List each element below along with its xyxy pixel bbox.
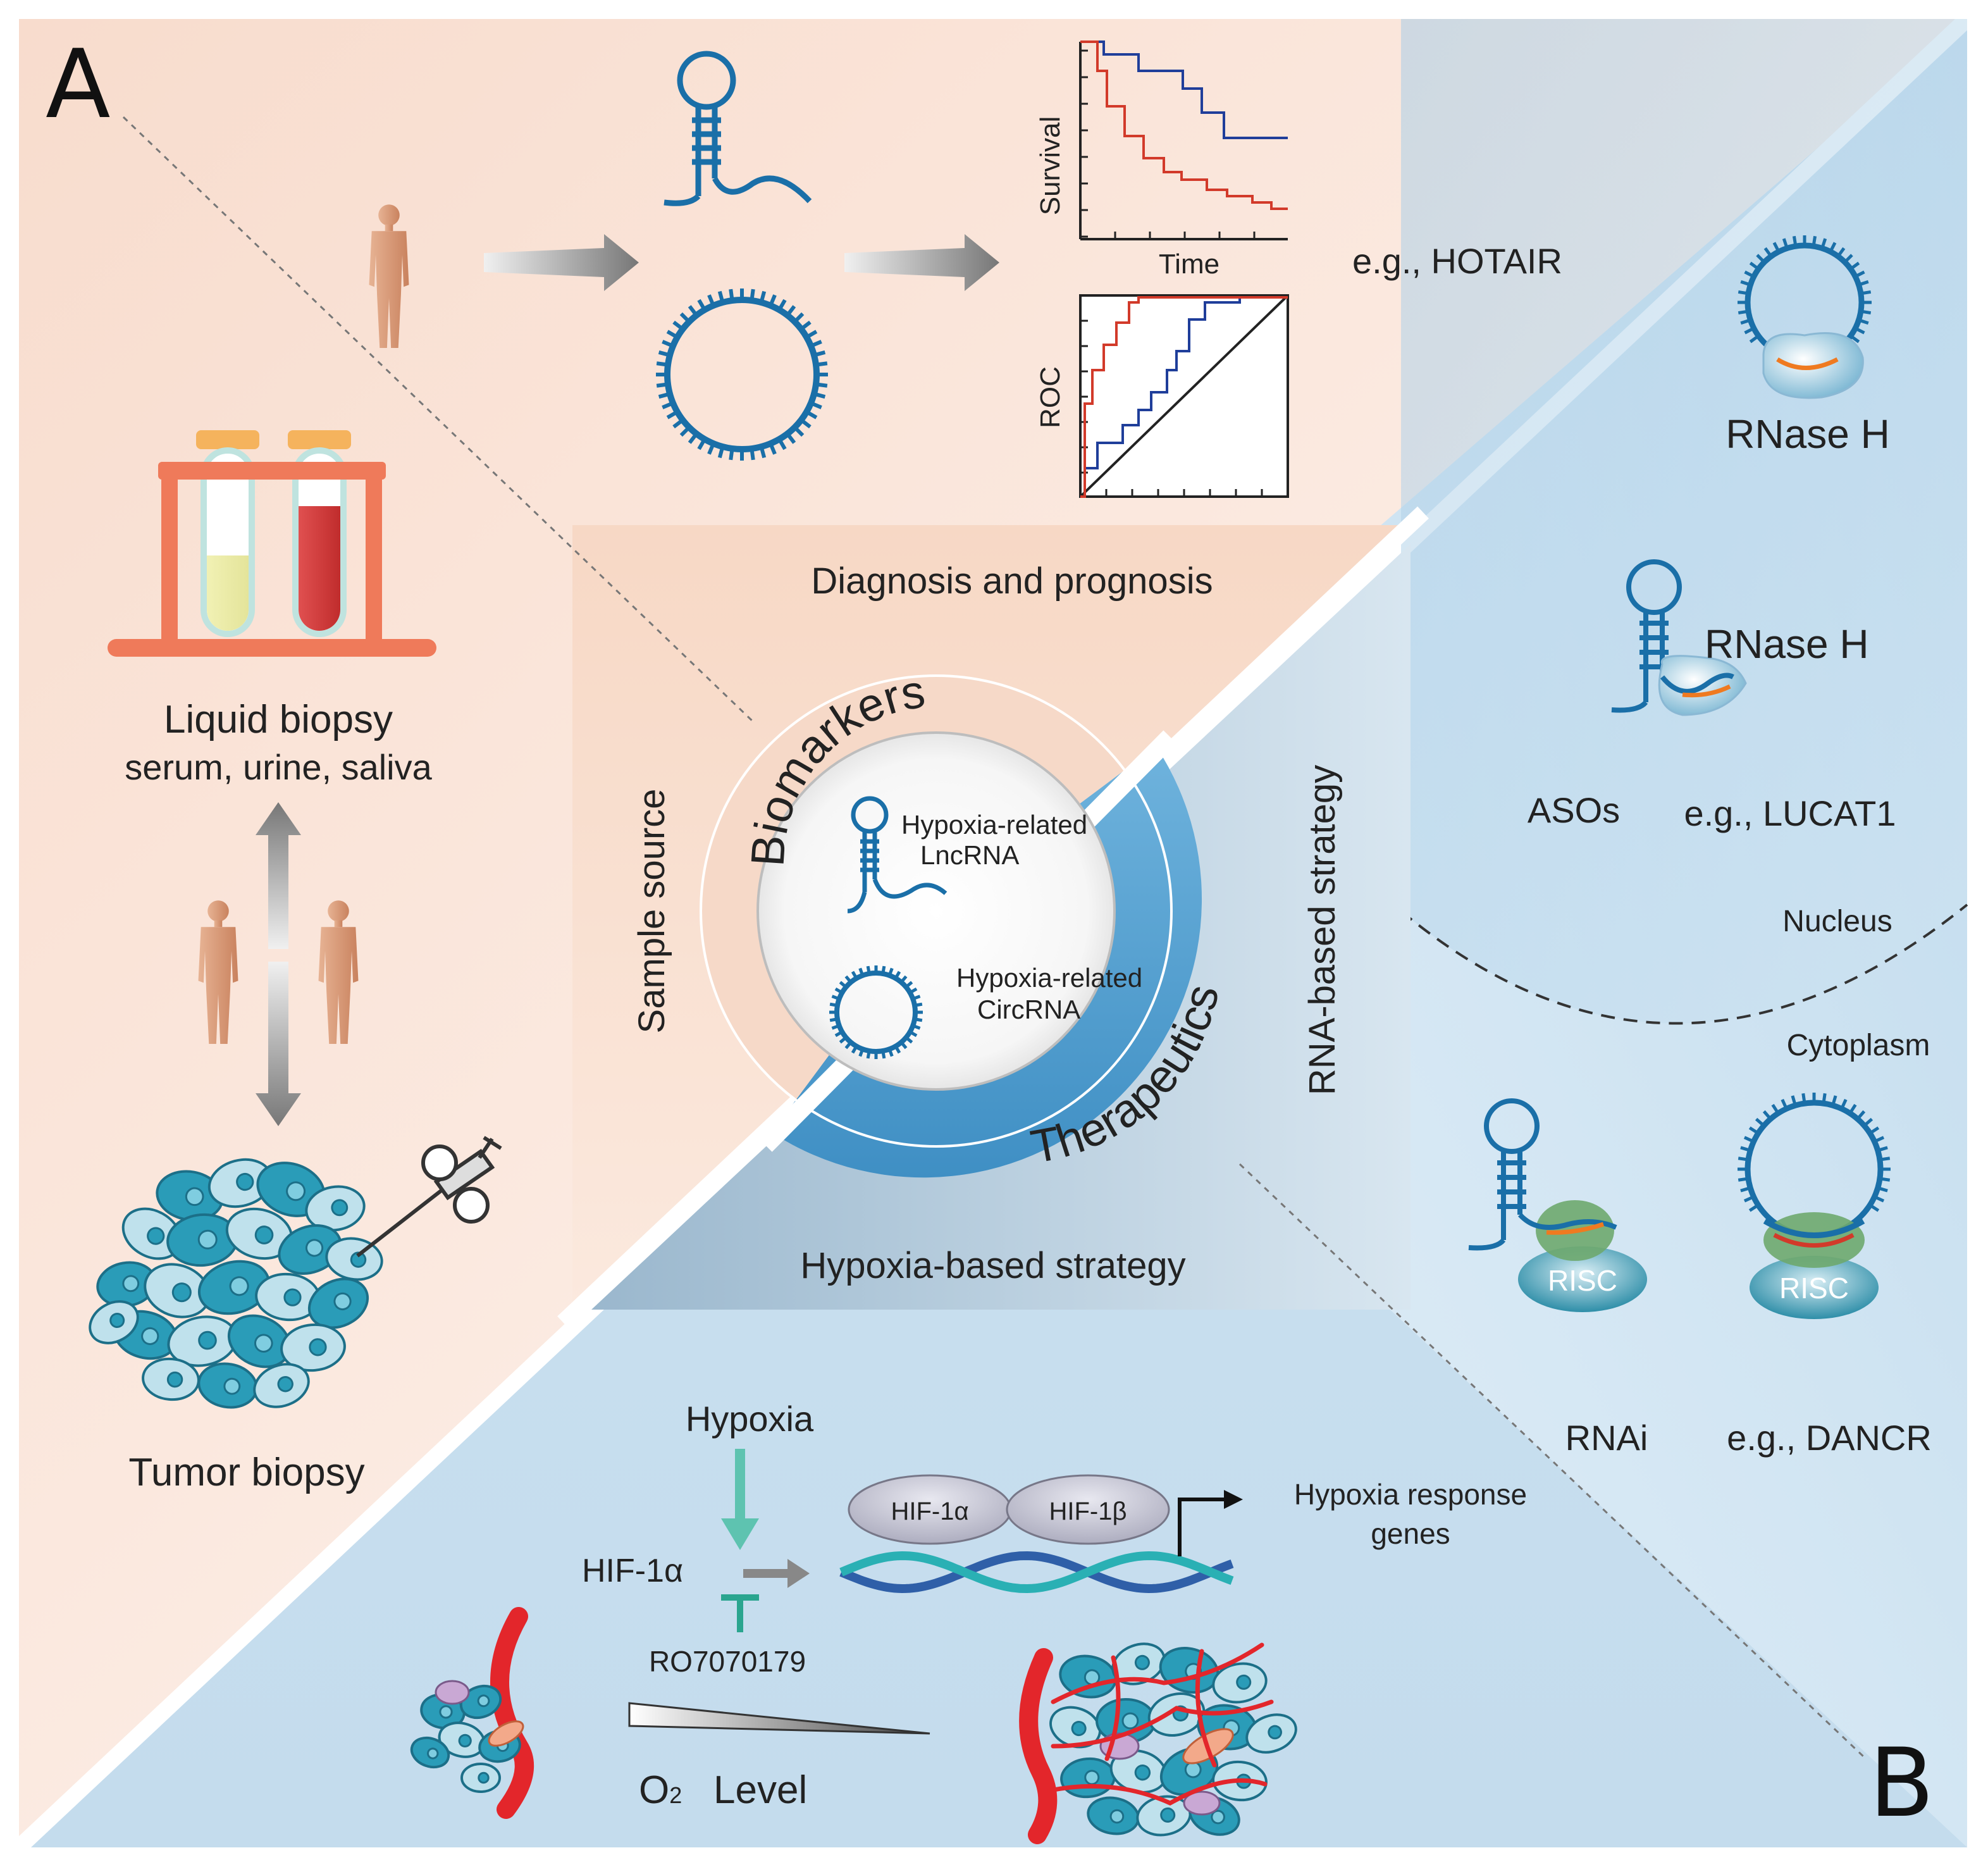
rack-shelf — [158, 462, 386, 480]
blood-fill — [299, 506, 340, 631]
diagnosis-title: Diagnosis and prognosis — [811, 561, 1213, 602]
test-tube-rack — [108, 430, 436, 657]
liquid-biopsy-samples: serum, urine, saliva — [125, 747, 432, 787]
roc-curve-blue — [1080, 296, 1288, 498]
hypoxia-arrow — [721, 1449, 759, 1550]
survival-xlabel: Time — [1159, 249, 1219, 280]
dashed-guide-bottom — [1238, 1163, 1867, 1760]
inhibition-symbol — [721, 1594, 759, 1632]
rack-base — [108, 639, 436, 657]
arrow-to-charts — [844, 234, 999, 291]
hif1a-label: HIF-1α — [582, 1553, 683, 1589]
hif1a-arrow — [743, 1559, 810, 1588]
sample-source-title: Sample source — [631, 789, 672, 1034]
biopsy-needle-icon — [356, 1136, 502, 1258]
survival-curve-blue — [1080, 40, 1288, 139]
rnase-h-top-label: RNase H — [1726, 411, 1890, 457]
large-tumor-icon — [1019, 1642, 1297, 1844]
dashed-guide-top — [122, 116, 754, 723]
risc-lncrna-icon — [1468, 1098, 1647, 1312]
rnai-example: e.g., DANCR — [1727, 1418, 1932, 1458]
rnai-label: RNAi — [1565, 1418, 1648, 1458]
risc-complex-right — [1750, 1256, 1879, 1319]
tumor-tissue-icon — [89, 1158, 383, 1409]
center-circrna-icon — [829, 965, 923, 1059]
o2-gradient-wedge — [628, 1702, 930, 1735]
center-lncrna-icon — [847, 796, 948, 914]
hif1b-protein — [1006, 1474, 1170, 1545]
rnase-h-lncrna-icon — [1611, 559, 1747, 716]
human-figure-icon — [198, 900, 238, 1044]
tube-cap-left — [196, 430, 259, 449]
risc-left-label: RISC — [1548, 1264, 1617, 1297]
o2-symbol: O — [639, 1768, 669, 1812]
inhibitor-label: RO7070179 — [649, 1645, 806, 1678]
o2-subscript: 2 — [669, 1782, 682, 1808]
hypoxia-label: Hypoxia — [686, 1399, 814, 1439]
survival-ylabel: Survival — [1035, 116, 1066, 216]
tumor-biopsy-label: Tumor biopsy — [128, 1451, 364, 1494]
survival-chart: Survival Time — [1035, 40, 1288, 280]
roc-curve-red — [1080, 296, 1288, 498]
diagnosis-example: e.g., HOTAIR — [1352, 241, 1562, 281]
liquid-biopsy-title: Liquid biopsy — [164, 698, 393, 741]
nucleus-membrane — [1400, 903, 1968, 1025]
rack-leg-right — [366, 462, 382, 645]
hif1b-protein-label: HIF-1β — [1049, 1498, 1127, 1525]
center-ring — [700, 674, 1202, 1178]
nucleus-region — [1401, 19, 1967, 1024]
circrna-label-line2: CircRNA — [977, 995, 1080, 1024]
rack-leg-left — [161, 462, 178, 645]
panel-letter-a: A — [46, 30, 111, 140]
arrow-to-tumor-biopsy — [256, 962, 301, 1126]
asos-label: ASOs — [1528, 790, 1620, 830]
o2-level-label: Level — [713, 1768, 807, 1812]
center-disc — [756, 731, 1116, 1091]
human-figure-icon — [369, 204, 409, 348]
cytoplasm-label: Cytoplasm — [1787, 1029, 1930, 1062]
rnase-h-mid-label: RNase H — [1705, 621, 1869, 667]
lncrna-label-line2: LncRNA — [920, 840, 1019, 870]
response-genes-line1: Hypoxia response — [1294, 1478, 1527, 1511]
arrow-to-rna — [484, 234, 639, 291]
top-circrna-icon — [656, 288, 828, 461]
rna-strategy-title: RNA-based strategy — [1302, 765, 1343, 1095]
top-lncrna-icon — [664, 51, 812, 206]
transcription-arrow-icon — [1178, 1490, 1243, 1556]
asos-example: e.g., LUCAT1 — [1684, 793, 1896, 833]
hypoxia-strategy-title: Hypoxia-based strategy — [800, 1245, 1185, 1286]
risc-complex-left — [1518, 1246, 1647, 1312]
hif1a-protein-label: HIF-1α — [891, 1498, 968, 1525]
circrna-label-line1: Hypoxia-related — [956, 963, 1142, 993]
arrow-to-liquid-biopsy — [256, 802, 301, 949]
roc-ylabel: ROC — [1035, 366, 1066, 428]
survival-curve-red — [1080, 40, 1288, 210]
background — [13, 13, 1973, 1854]
tube-cap-right — [288, 430, 351, 449]
o2-label: O2 — [639, 1768, 682, 1812]
serum-fill — [207, 555, 249, 631]
panel-letter-b: B — [1869, 1728, 1934, 1839]
roc-chart: ROC — [1035, 294, 1289, 498]
risc-right-label: RISC — [1779, 1272, 1849, 1305]
small-tumor-icon — [410, 1607, 534, 1819]
response-genes-line2: genes — [1371, 1517, 1450, 1550]
nucleus-label: Nucleus — [1782, 905, 1892, 938]
lncrna-label-line1: Hypoxia-related — [901, 810, 1087, 840]
dna-helix-icon — [839, 1551, 1234, 1594]
human-figure-icon — [318, 900, 359, 1044]
